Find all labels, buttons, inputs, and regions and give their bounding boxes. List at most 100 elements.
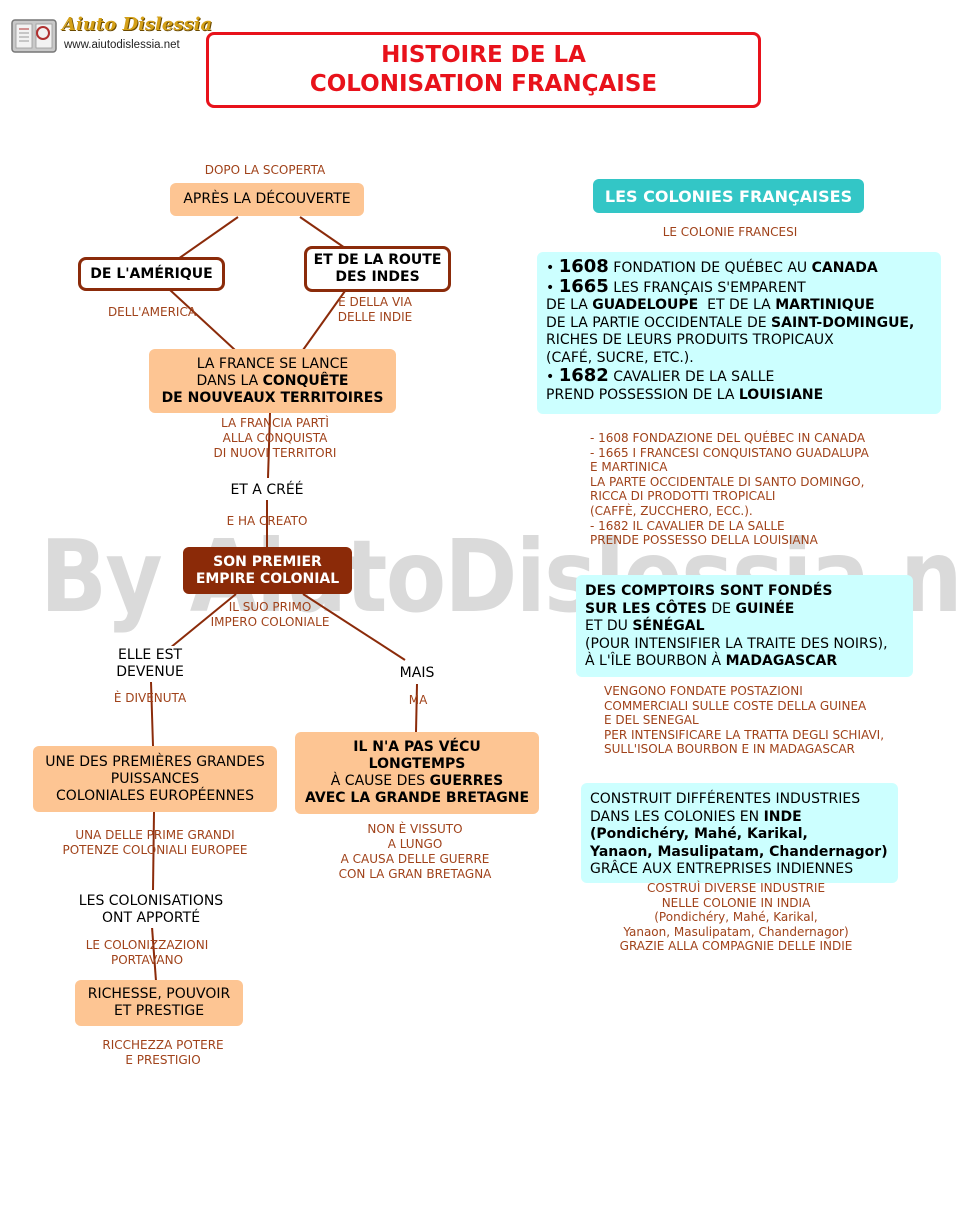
- dates-line-8: PREND POSSESSION DE LA LOUISIANE: [546, 387, 941, 405]
- dates-box: • 1608 FONDATION DE QUÉBEC AU CANADA • 1…: [537, 252, 941, 414]
- apporte-line-2: ONT APPORTÉ: [101, 910, 201, 926]
- dates-it: - 1608 FONDAZIONE DEL QUÉBEC IN CANADA -…: [590, 431, 930, 548]
- vecu-line-4: AVEC LA GRANDE BRETAGNE: [304, 790, 530, 806]
- comptoirs-l2a: SUR LES CÔTES: [585, 600, 707, 617]
- mais-it: MA: [408, 693, 428, 707]
- route-line-1: ET DE LA ROUTE: [313, 252, 442, 268]
- puissances-it-2: POTENZE COLONIALI EUROPEE: [62, 843, 248, 857]
- vecu-node: IL N'A PAS VÉCU LONGTEMPS À CAUSE DES GU…: [295, 732, 539, 814]
- comptoirs-it-5: SULL'ISOLA BOURBON E IN MADAGASCAR: [604, 742, 855, 757]
- comptoirs-box: DES COMPTOIRS SONT FONDÉS SUR LES CÔTES …: [576, 575, 913, 677]
- vecu-it-3: A CAUSA DELLE GUERRE: [340, 852, 490, 866]
- route-line-2: DES INDES: [335, 269, 420, 285]
- comptoirs-madagascar: MADAGASCAR: [725, 653, 838, 669]
- devenue-it: È DIVENUTA: [113, 691, 187, 705]
- france-line-2a: DANS LA: [196, 372, 263, 389]
- dates-l8a: PREND POSSESSION DE LA: [546, 386, 739, 403]
- year-1608: 1608: [558, 256, 609, 277]
- year-1665: 1665: [558, 275, 609, 297]
- vecu-line-3b: GUERRES: [429, 773, 504, 789]
- richesse-line-2: ET PRESTIGE: [113, 1003, 205, 1019]
- dates-1665-text: LES FRANÇAIS S'EMPARENT: [608, 279, 806, 296]
- empire-it: IL SUO PRIMO IMPERO COLONIALE: [190, 600, 350, 630]
- industries-line-4: Yanaon, Masulipatam, Chandernagor): [590, 843, 888, 860]
- vecu-line-3a: À CAUSE DES: [330, 773, 430, 789]
- dates-l4a: DE LA PARTIE OCCIDENTALE DE: [546, 314, 772, 331]
- comptoirs-line-5: À L'ÎLE BOURBON À MADAGASCAR: [585, 653, 913, 671]
- comptoirs-it-2: COMMERCIALI SULLE COSTE DELLA GUINEA: [604, 698, 867, 713]
- industries-inde: INDE: [763, 808, 802, 825]
- dates-line-2: • 1665 LES FRANÇAIS S'EMPARENT: [546, 275, 941, 298]
- devenue-node: ELLE EST DEVENUE: [100, 646, 200, 682]
- comptoirs-l3a: ET DU: [585, 618, 633, 634]
- puissances-line-3: COLONIALES EUROPÉENNES: [56, 787, 254, 804]
- dates-it-6: (CAFFÈ, ZUCCHERO, ECC.).: [590, 503, 753, 518]
- route-it-2: DELLE INDIE: [337, 310, 413, 324]
- puissances-line-2: PUISSANCES: [110, 770, 200, 787]
- vecu-it-1: NON È VISSUTO: [367, 822, 463, 836]
- apres-it: DOPO LA SCOPERTA: [204, 163, 326, 177]
- route-it-1: E DELLA VIA: [338, 295, 412, 309]
- apporte-it-1: LE COLONIZZAZIONI: [85, 938, 209, 952]
- comptoirs-it-3: E DEL SENEGAL: [604, 713, 699, 728]
- puissances-it: UNA DELLE PRIME GRANDI POTENZE COLONIALI…: [40, 828, 270, 858]
- colonies-header-label: LES COLONIES FRANÇAISES: [604, 186, 853, 206]
- vecu-it-4: CON LA GRAN BRETAGNA: [338, 867, 492, 881]
- comptoirs-senegal: SÉNÉGAL: [632, 618, 705, 634]
- richesse-line-1: RICHESSE, POUVOIR: [87, 986, 231, 1002]
- dates-saint-domingue: SAINT-DOMINGUE,: [771, 314, 915, 331]
- vecu-line-1: IL N'A PAS VÉCU: [353, 739, 481, 755]
- vecu-it-2: A LUNGO: [387, 837, 443, 851]
- apres-node: APRÈS LA DÉCOUVERTE: [170, 183, 364, 216]
- title-line-2: COLONISATION FRANÇAISE: [309, 71, 658, 97]
- industries-it-3: (Pondichéry, Mahé, Karikal,: [654, 910, 818, 925]
- bullet-icon: •: [546, 260, 555, 276]
- logo-book-icon: [10, 16, 58, 54]
- apporte-node: LES COLONISATIONS ONT APPORTÉ: [60, 892, 242, 928]
- industries-it-4: Yanaon, Masulipatam, Chandernagor): [623, 924, 849, 939]
- vecu-it: NON È VISSUTO A LUNGO A CAUSA DELLE GUER…: [310, 822, 520, 882]
- comptoirs-line-3: ET DU SÉNÉGAL: [585, 618, 913, 636]
- france-line-2: DANS LA CONQUÊTE: [197, 373, 349, 390]
- france-node: LA FRANCE SE LANCE DANS LA CONQUÊTE DE N…: [149, 349, 396, 413]
- france-it-3: DI NUOVI TERRITORI: [213, 446, 337, 460]
- empire-node: SON PREMIER EMPIRE COLONIAL: [183, 547, 352, 594]
- cree-it: E HA CREATO: [226, 514, 308, 528]
- richesse-it: RICCHEZZA POTERE E PRESTIGIO: [88, 1038, 238, 1068]
- industries-it-1: COSTRUÌ DIVERSE INDUSTRIE: [646, 881, 826, 895]
- devenue-line-2: DEVENUE: [116, 664, 184, 680]
- dates-line-1: • 1608 FONDATION DE QUÉBEC AU CANADA: [546, 258, 941, 278]
- devenue-line-1: ELLE EST: [117, 647, 183, 663]
- france-line-3: DE NOUVEAUX TERRITOIRES: [161, 389, 384, 406]
- logo-url[interactable]: www.aiutodislessia.net: [64, 39, 180, 51]
- france-it-1: LA FRANCIA PARTÌ: [221, 416, 329, 430]
- logo: Aiuto Dislessia www.aiutodislessia.net: [10, 14, 212, 58]
- comptoirs-line-2: SUR LES CÔTES DE GUINÉE: [585, 601, 913, 619]
- dates-it-7: - 1682 IL CAVALIER DE LA SALLE: [590, 518, 785, 533]
- puissances-line-1: UNE DES PREMIÈRES GRANDES: [45, 753, 265, 770]
- mais-label: MAIS: [399, 664, 435, 681]
- dates-it-5: RICCA DI PRODOTTI TROPICALI: [590, 489, 776, 504]
- industries-it-5: GRAZIE ALLA COMPAGNIE DELLE INDIE: [619, 939, 853, 954]
- richesse-it-1: RICCHEZZA POTERE: [102, 1038, 224, 1052]
- apres-label: APRÈS LA DÉCOUVERTE: [183, 191, 351, 207]
- amerique-it: DELL'AMERICA: [107, 305, 197, 319]
- route-node: ET DE LA ROUTE DES INDES: [304, 246, 451, 292]
- comptoirs-line-1: DES COMPTOIRS SONT FONDÉS: [585, 583, 833, 599]
- vecu-line-3: À CAUSE DES GUERRES: [331, 773, 503, 790]
- dates-it-8: PRENDE POSSESSO DELLA LOUISIANA: [590, 533, 818, 548]
- colonies-header-it: LE COLONIE FRANCESI: [662, 225, 798, 239]
- industries-it-2: NELLE COLONIE IN INDIA: [661, 895, 811, 910]
- france-line-2b: CONQUÊTE: [262, 372, 349, 389]
- route-it: E DELLA VIA DELLE INDIE: [315, 295, 435, 325]
- empire-line-1: SON PREMIER: [213, 553, 322, 570]
- colonies-header: LES COLONIES FRANÇAISES: [593, 179, 864, 213]
- dates-line-4: DE LA PARTIE OCCIDENTALE DE SAINT-DOMING…: [546, 315, 941, 333]
- puissances-node: UNE DES PREMIÈRES GRANDES PUISSANCES COL…: [33, 746, 277, 812]
- comptoirs-it-1: VENGONO FONDATE POSTAZIONI: [604, 684, 803, 698]
- bullet-icon: •: [546, 369, 555, 385]
- comptoirs-line-4: (POUR INTENSIFIER LA TRAITE DES NOIRS),: [585, 635, 888, 652]
- apporte-it: LE COLONIZZAZIONI PORTAVANO: [72, 938, 222, 968]
- dates-line-3: DE LA GUADELOUPE ET DE LA MARTINIQUE: [546, 297, 941, 315]
